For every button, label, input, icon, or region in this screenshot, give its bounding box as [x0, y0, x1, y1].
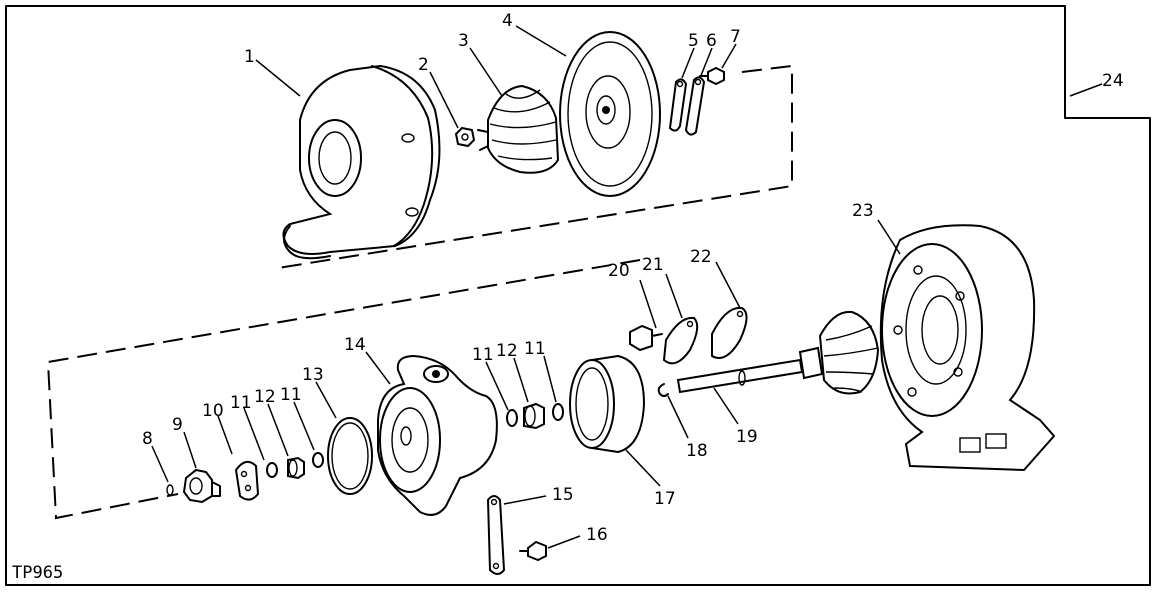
- callout-11a: 11: [230, 393, 252, 413]
- compressor-wheel-nut: [454, 126, 476, 148]
- callout-21: 21: [642, 255, 664, 275]
- callout-11b: 11: [280, 385, 302, 405]
- clamp-plate-22: [711, 306, 748, 359]
- center-housing: [377, 354, 498, 516]
- callout-1: 1: [244, 47, 255, 67]
- bearing-12a: [287, 456, 305, 480]
- lock-plate-5: [668, 78, 688, 132]
- callout-12b: 12: [496, 341, 518, 361]
- callout-11c: 11: [472, 345, 494, 365]
- leader-lines: [151, 25, 1103, 549]
- callout-7: 7: [730, 27, 741, 47]
- lock-plate-15: [486, 495, 506, 575]
- bearing-11c: [506, 409, 518, 427]
- cap-screw-20: [629, 324, 663, 352]
- callout-6: 6: [706, 31, 717, 51]
- thrust-bearing-10: [234, 460, 260, 501]
- figure-id: TP965: [12, 563, 63, 583]
- callout-18: 18: [686, 441, 708, 461]
- bearing-11a: [266, 462, 278, 478]
- bearing-11b: [312, 452, 324, 468]
- o-ring-13: [327, 417, 373, 495]
- callout-10: 10: [202, 401, 224, 421]
- callout-23: 23: [852, 201, 874, 221]
- callout-16: 16: [586, 525, 608, 545]
- callout-17: 17: [654, 489, 676, 509]
- callout-24: 24: [1102, 71, 1124, 91]
- lower-group-outline: [46, 259, 641, 520]
- cap-screw-16: [519, 540, 547, 562]
- insert-9: [182, 468, 221, 504]
- callout-13: 13: [302, 365, 324, 385]
- compressor-wheel: [477, 84, 560, 174]
- diagram-border: [5, 5, 1151, 586]
- turbine-housing: [879, 224, 1056, 472]
- callout-5: 5: [688, 31, 699, 51]
- callout-4: 4: [502, 11, 513, 31]
- bearing-12b: [523, 402, 545, 430]
- callout-20: 20: [608, 261, 630, 281]
- callout-22: 22: [690, 247, 712, 267]
- bearing-11d: [552, 403, 564, 421]
- callout-11d: 11: [524, 339, 546, 359]
- compressor-housing: [282, 64, 441, 260]
- backplate: [559, 31, 661, 197]
- callout-8: 8: [142, 429, 153, 449]
- lock-plate-6: [684, 76, 706, 136]
- callout-9: 9: [172, 415, 183, 435]
- piston-ring-18: [657, 383, 669, 397]
- heat-shield: [569, 355, 645, 453]
- retaining-ring-8: [166, 484, 174, 496]
- callout-15: 15: [552, 485, 574, 505]
- clamp-plate-21: [662, 316, 699, 365]
- callout-14: 14: [344, 335, 366, 355]
- callout-3: 3: [458, 31, 469, 51]
- callout-12a: 12: [254, 387, 276, 407]
- callout-2: 2: [418, 55, 429, 75]
- callout-19: 19: [736, 427, 758, 447]
- turbine-shaft-wheel: [676, 310, 880, 395]
